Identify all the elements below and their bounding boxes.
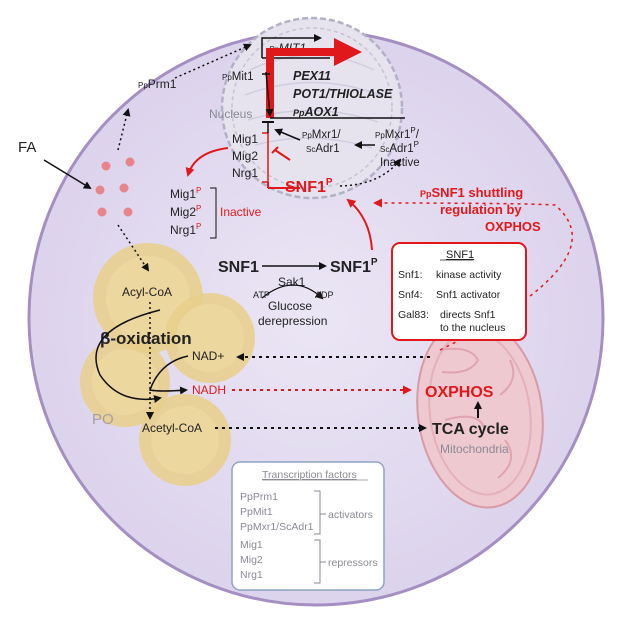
mig2p-label: Mig2P — [170, 204, 201, 219]
atp-label: ATP — [253, 290, 270, 300]
peroxisome: PO — [80, 243, 255, 486]
acetylcoa-label: Acetyl-CoA — [142, 421, 202, 435]
po-label: PO — [92, 411, 114, 428]
prm1-label: PpPrm1 — [138, 77, 177, 91]
snf1-row-key: Snf1: — [398, 269, 423, 281]
snf1p-center-label: SNF1P — [285, 177, 333, 196]
fa-label: FA — [18, 139, 36, 156]
pot1-label: POT1/THIOLASE — [293, 87, 393, 101]
beta-oxidation: Acyl-CoA β-oxidation NAD+ NADH Acetyl-Co… — [95, 285, 430, 435]
inactivation-arrow — [185, 147, 229, 177]
inactive-red-label: Inactive — [220, 205, 262, 219]
prm1-group: PpPrm1 — [138, 43, 252, 91]
shuttle-line3: OXPHOS — [485, 219, 541, 234]
oxphos-label: OXPHOS — [425, 384, 494, 401]
glucose-label: Glucose — [268, 299, 312, 313]
mig1p-label: Mig1P — [170, 186, 201, 201]
tf-title: Transcription factors — [262, 469, 357, 481]
shuttling-note: PpSNF1 shuttling regulation by OXPHOS — [373, 185, 573, 351]
boxidation-label: β-oxidation — [100, 329, 192, 348]
tf-item: Mig1 — [240, 539, 263, 551]
nucleus-label: Nucleus — [209, 107, 252, 121]
nrg1-label: Nrg1 — [232, 166, 258, 180]
snf4-row-val: Snf1 activator — [436, 289, 501, 301]
mito-processes: OXPHOS TCA cycle — [425, 384, 509, 438]
tf-item: Mig2 — [240, 554, 263, 566]
mxr1-label: PpMxr1/ — [302, 129, 341, 141]
inactive-repressors: Mig1P Mig2P Nrg1P Inactive — [170, 186, 262, 239]
aox1-label: PpAOX1 — [293, 105, 339, 119]
gal83-row-val: directs Snf1 — [440, 309, 496, 321]
snf1-box-title: SNF1 — [446, 249, 474, 261]
shuttle-line2: regulation by — [440, 202, 522, 217]
tf-item: Nrg1 — [240, 569, 263, 581]
mitochondria: Mitochondria — [416, 317, 544, 509]
tca-label: TCA cycle — [432, 421, 509, 438]
snf1-right-label: SNF1P — [330, 257, 378, 276]
mit1-protein-label: PpMit1 — [222, 71, 254, 83]
gal83-row-key: Gal83: — [398, 309, 429, 321]
gal83-row-val2: to the nucleus — [440, 322, 505, 334]
fatty-acid: FA — [18, 108, 150, 272]
inactive-label: Inactive — [380, 157, 420, 169]
tf-activators-label: activators — [328, 509, 373, 521]
snf1-activation: SNF1 SNF1P Sak1 ATP ADP Glucose derepres… — [218, 198, 378, 328]
snf1-info-box: SNF1 Snf1: kinase activity Snf4: Snf1 ac… — [391, 242, 527, 341]
mig1-label: Mig1 — [232, 132, 258, 146]
mig2-label: Mig2 — [232, 149, 258, 163]
derepression-label: derepression — [258, 314, 327, 328]
nadplus-label: NAD+ — [192, 349, 224, 363]
acylcoa-label: Acyl-CoA — [122, 285, 172, 299]
repressor-group: Mig1 Mig2 Nrg1 — [232, 121, 300, 189]
tf-repressors-label: repressors — [328, 557, 378, 569]
snf4-row-key: Snf4: — [398, 289, 423, 301]
transcription-factors-box: Transcription factors PpPrm1 PpMit1 PpMx… — [231, 461, 385, 591]
snf1-row-val: kinase activity — [436, 269, 502, 281]
tf-item: PpMit1 — [240, 506, 273, 518]
adp-label: ADP — [315, 290, 334, 300]
mxr1-p-label: PpMxr1P/ — [375, 126, 420, 141]
tf-item: PpMxr1/ScAdr1 — [240, 521, 314, 533]
adr1-label: ScAdr1 — [306, 143, 340, 155]
pex11-label: PEX11 — [293, 69, 331, 83]
adr1-p-label: ScAdr1P — [380, 140, 419, 155]
snf1p-nuclear: SNF1P — [285, 158, 402, 196]
tf-item: PpPrm1 — [240, 491, 278, 503]
nrg1p-label: Nrg1P — [170, 222, 201, 237]
mitochondria-label: Mitochondria — [440, 442, 509, 456]
mxr1-group: PpMxr1/ ScAdr1 PpMxr1P/ ScAdr1P Inactive — [274, 126, 420, 169]
snf1-left-label: SNF1 — [218, 259, 259, 276]
nadh-label: NADH — [192, 383, 226, 397]
shuttle-line1: PpSNF1 shuttling — [420, 185, 523, 200]
gene-block: PpMIT1 PEX11 POT1/THIOLASE PpAOX1 PpMit1 — [222, 34, 405, 119]
